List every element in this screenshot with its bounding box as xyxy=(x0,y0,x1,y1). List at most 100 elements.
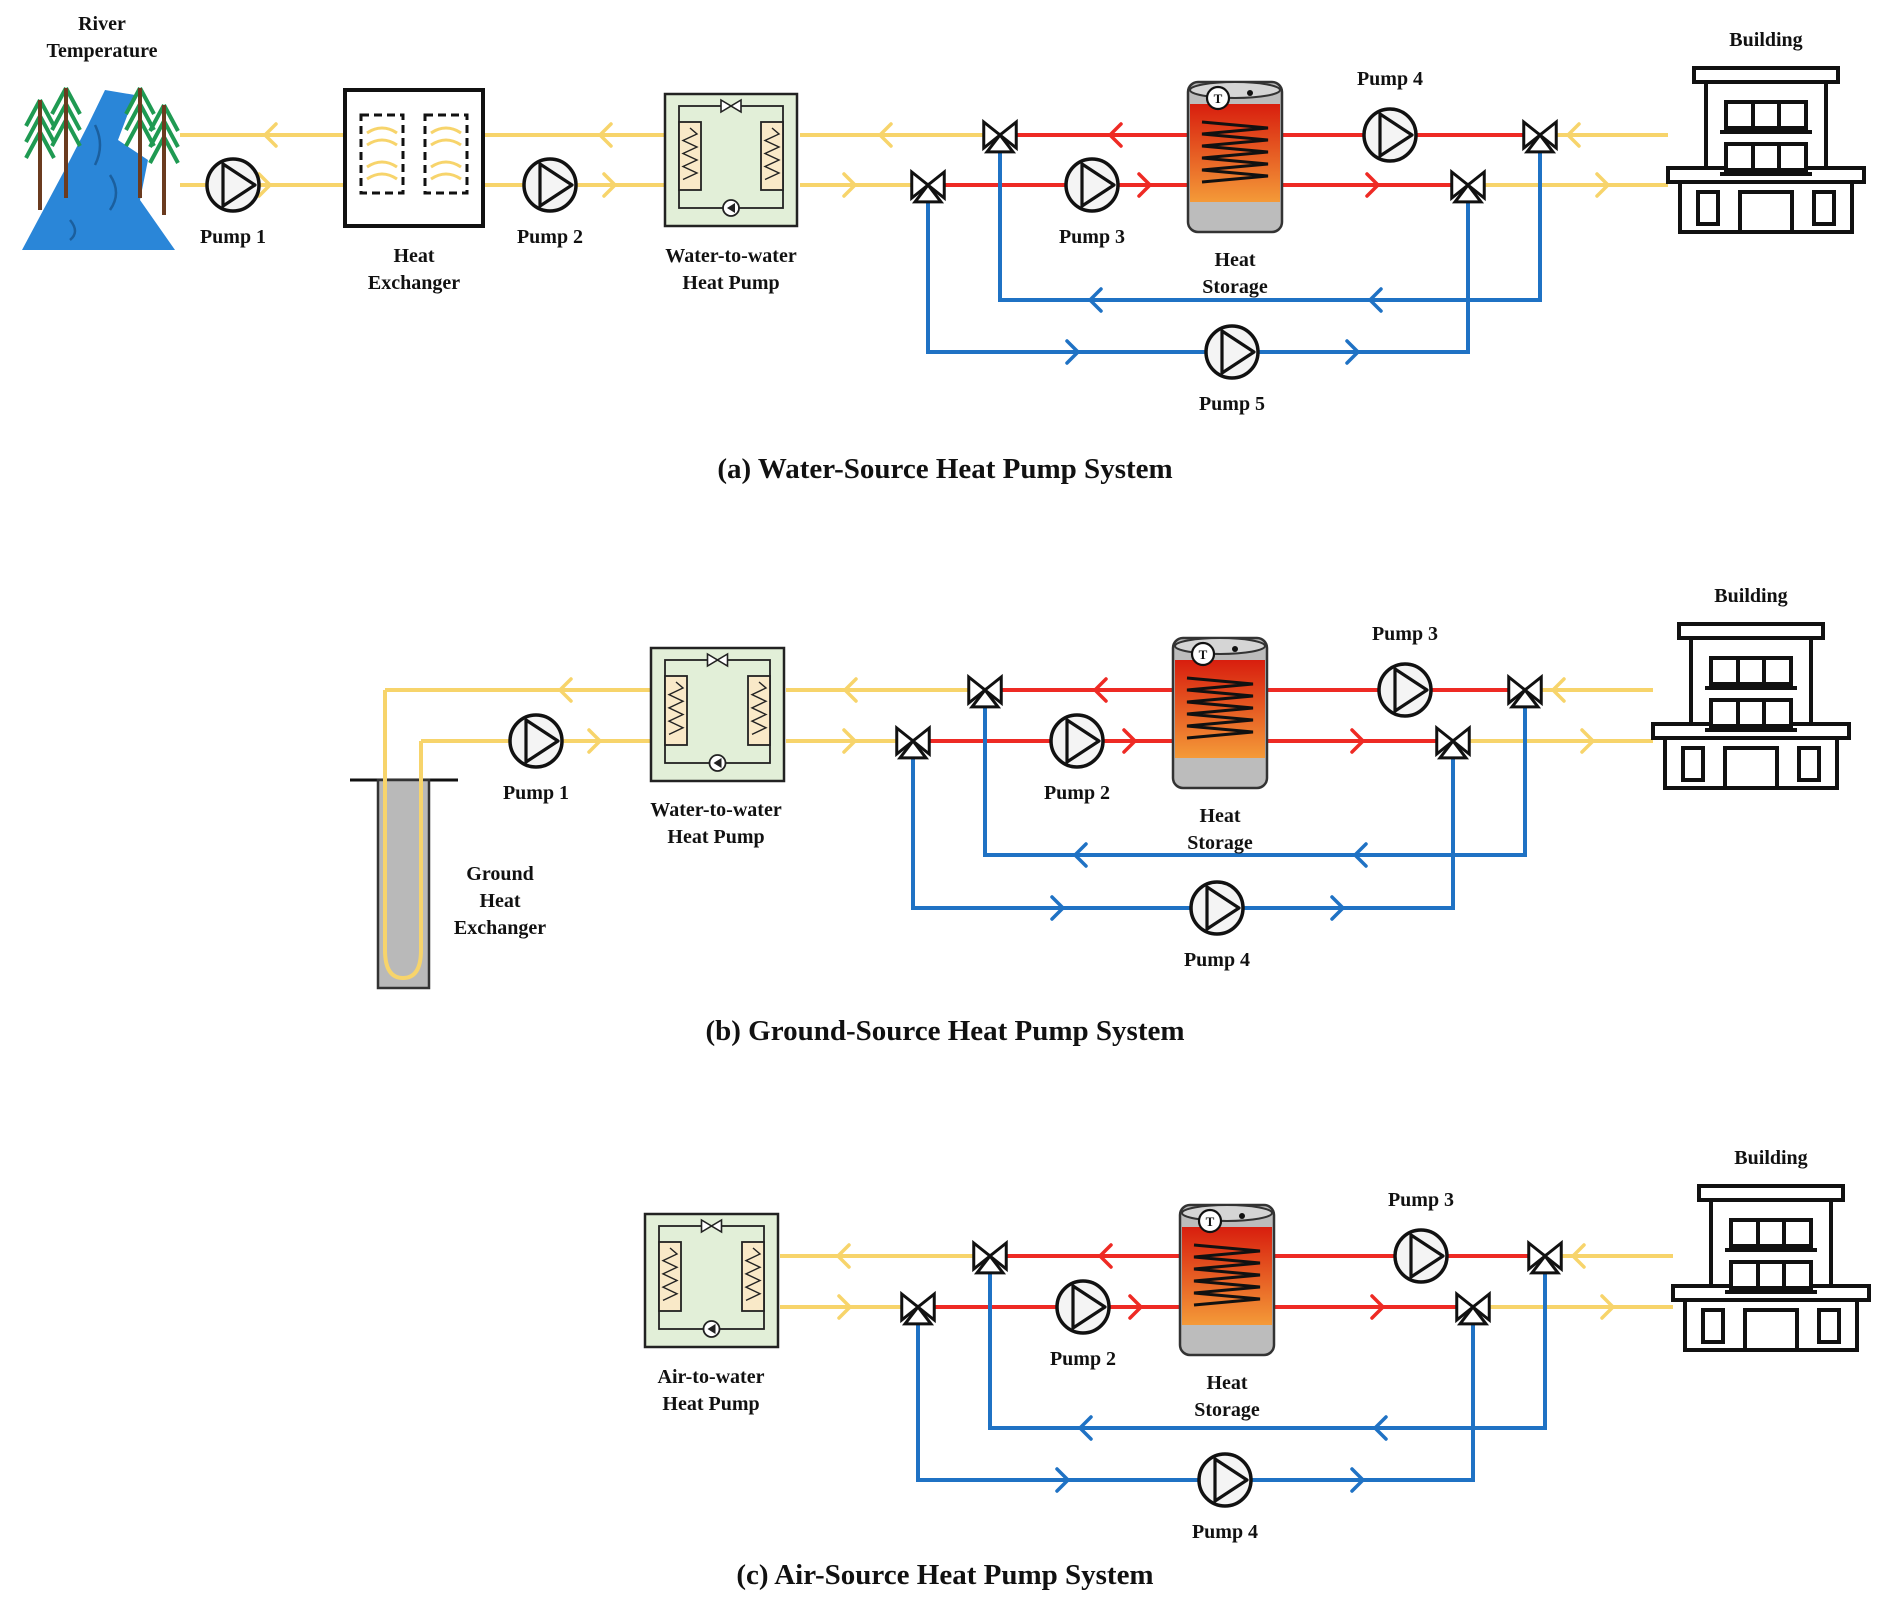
heat-pump-icon xyxy=(643,1212,780,1349)
pump-icon xyxy=(205,157,261,213)
flow-arrow xyxy=(1055,1467,1070,1493)
pump-label: Pump 2 xyxy=(1050,1348,1116,1370)
flow-arrow xyxy=(1137,172,1152,198)
flow-arrow xyxy=(558,677,573,703)
flow-arrow xyxy=(1073,842,1088,868)
flow-arrow xyxy=(836,1243,851,1269)
flow-arrow xyxy=(1098,1243,1113,1269)
flow-arrow xyxy=(1345,339,1360,365)
three-way-valve-icon xyxy=(982,118,1018,154)
flow-arrow xyxy=(1065,339,1080,365)
building-icon xyxy=(1666,66,1866,234)
river-icon xyxy=(22,87,180,250)
cold-bypass-pipe-upper xyxy=(998,151,1542,302)
heat-storage-tank-icon: T xyxy=(1171,636,1269,790)
building-icon xyxy=(1671,1184,1871,1352)
flow-arrow xyxy=(1571,1243,1586,1269)
flow-arrow xyxy=(1580,728,1595,754)
heat-storage-tank-icon: T xyxy=(1186,80,1284,234)
three-way-valve-icon xyxy=(1527,1239,1563,1275)
temperature-sensor-label: T xyxy=(1214,91,1223,106)
pump-label: Pump 5 xyxy=(1199,393,1265,415)
flow-arrow xyxy=(1050,895,1065,921)
three-way-valve-icon xyxy=(1522,118,1558,154)
borehole-icon xyxy=(350,690,458,990)
building-label: Building xyxy=(1714,585,1787,607)
flow-arrow xyxy=(1350,728,1365,754)
flow-arrow xyxy=(1088,287,1103,313)
cold-bypass-pipe-upper xyxy=(983,706,1527,857)
pump-icon xyxy=(1377,662,1433,718)
heat-pump-icon xyxy=(649,646,786,783)
three-way-valve-icon xyxy=(1507,673,1543,709)
heat-pump-icon xyxy=(663,92,799,228)
cold-bypass-pipe-lower xyxy=(926,201,1470,354)
cold-bypass-pipe-lower xyxy=(916,1323,1475,1482)
pump-label: Pump 4 xyxy=(1184,949,1250,971)
pump-icon xyxy=(1362,107,1418,163)
three-way-valve-icon xyxy=(967,673,1003,709)
panel-caption: (c) Air-Source Heat Pump System xyxy=(736,1559,1153,1591)
panel-caption: (a) Water-Source Heat Pump System xyxy=(717,453,1172,485)
pump-label: Pump 3 xyxy=(1388,1189,1454,1211)
flow-arrow xyxy=(1122,728,1137,754)
flow-arrow xyxy=(1370,1294,1385,1320)
pump-icon xyxy=(508,713,564,769)
temperature-sensor-label: T xyxy=(1206,1214,1215,1229)
flow-arrow xyxy=(1330,895,1345,921)
three-way-valve-icon xyxy=(910,168,946,204)
three-way-valve-icon xyxy=(900,1290,936,1326)
pump-icon xyxy=(1197,1452,1253,1508)
pump-icon xyxy=(1393,1228,1449,1284)
temperature-sensor-label: T xyxy=(1199,647,1208,662)
flow-arrow xyxy=(843,677,858,703)
flow-arrow xyxy=(1595,172,1610,198)
flow-arrow xyxy=(1365,172,1380,198)
pump-icon xyxy=(1055,1279,1111,1335)
flow-arrow xyxy=(1373,1415,1388,1441)
flow-arrow xyxy=(1078,1415,1093,1441)
flow-arrow xyxy=(602,172,617,198)
flow-arrow xyxy=(878,122,893,148)
heat-exchanger-icon xyxy=(343,88,485,228)
pump-label: Pump 1 xyxy=(200,226,266,248)
flow-arrow xyxy=(1350,1467,1365,1493)
flow-arrow xyxy=(1368,287,1383,313)
flow-arrow xyxy=(842,172,857,198)
three-way-valve-icon xyxy=(1450,168,1486,204)
flow-arrow xyxy=(1566,122,1581,148)
pump-icon xyxy=(1189,880,1245,936)
pump-label: Pump 4 xyxy=(1357,68,1423,90)
pump-label: Pump 3 xyxy=(1372,623,1438,645)
flow-arrow xyxy=(1128,1294,1143,1320)
flow-arrow xyxy=(587,728,602,754)
cold-bypass-pipe-lower xyxy=(911,757,1455,910)
pump-label: Pump 1 xyxy=(503,782,569,804)
heat-storage-tank-icon: T xyxy=(1178,1203,1276,1357)
pump-icon xyxy=(522,157,578,213)
pump-label: Pump 3 xyxy=(1059,226,1125,248)
three-way-valve-icon xyxy=(1435,724,1471,760)
building-label: Building xyxy=(1729,29,1802,51)
pump-icon xyxy=(1049,713,1105,769)
flow-arrow xyxy=(837,1294,852,1320)
flow-arrow xyxy=(263,122,278,148)
panel-caption: (b) Ground-Source Heat Pump System xyxy=(705,1015,1184,1047)
flow-arrow xyxy=(1093,677,1108,703)
flow-arrow xyxy=(598,122,613,148)
three-way-valve-icon xyxy=(1455,1290,1491,1326)
